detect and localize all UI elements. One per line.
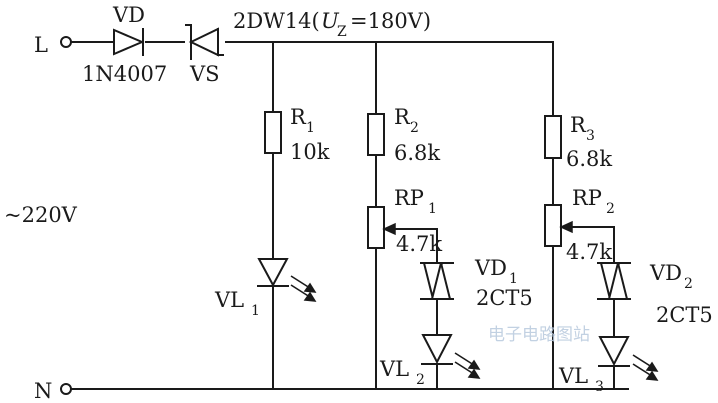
label-zener-uz: U: [321, 9, 340, 33]
resistor-r2-icon: [367, 113, 385, 156]
label-vd1-sub: 1: [509, 271, 518, 287]
zener-vs-icon: [185, 24, 224, 60]
label-terminal-n: N: [34, 379, 52, 403]
label-vd: VD: [112, 3, 145, 27]
label-vl1: VL: [214, 288, 244, 312]
label-r2-value: 6.8k: [394, 141, 440, 165]
label-rp2-value: 4.7k: [566, 240, 612, 264]
wires: [71, 41, 629, 390]
led-vl3-icon: [598, 336, 659, 381]
label-vd2-part: 2CT5: [656, 303, 713, 327]
label-rp1-value: 4.7k: [396, 232, 442, 256]
label-r3-value: 6.8k: [566, 147, 612, 171]
label-rp2-sub: 2: [606, 201, 615, 217]
label-vd2: VD: [649, 261, 682, 285]
resistor-r1-icon: [264, 111, 282, 154]
label-terminal-l: L: [34, 33, 48, 57]
label-vd1: VD: [474, 256, 507, 280]
diac-vd2-icon: [597, 262, 631, 300]
terminal-n-icon: [60, 383, 72, 395]
label-vs: VS: [189, 62, 220, 86]
label-supply: ~220V: [4, 203, 78, 227]
label-vl3-sub: 3: [595, 379, 604, 395]
label-vl1-sub: 1: [251, 303, 260, 319]
label-r1: R: [290, 105, 307, 129]
potentiometer-rp2-icon: [544, 204, 573, 247]
label-vl2: VL: [379, 357, 409, 381]
label-rp1-sub: 1: [428, 201, 437, 217]
potentiometer-rp1-icon: [367, 206, 396, 249]
resistor-r3-icon: [544, 115, 562, 159]
label-zener-rating: 2DW14( U Z =180V): [233, 9, 431, 40]
label-vd-part: 1N4007: [82, 62, 167, 86]
label-r2-sub: 2: [410, 120, 419, 136]
label-rp1: RP: [394, 186, 424, 210]
label-r2: R: [394, 105, 411, 129]
label-r3: R: [570, 113, 587, 137]
led-vl2-icon: [421, 334, 481, 379]
label-vl2-sub: 2: [416, 372, 425, 388]
label-zener-part: 2DW14(: [233, 9, 320, 33]
watermark: 电子电路图站: [488, 325, 590, 345]
label-vd1-part: 2CT5: [476, 286, 533, 310]
label-r3-sub: 3: [586, 128, 595, 144]
label-r1-sub: 1: [306, 120, 315, 136]
diode-vd-icon: [113, 28, 145, 56]
label-zener-uz-sub: Z: [337, 24, 347, 40]
label-vd2-sub: 2: [684, 276, 693, 292]
terminal-l-icon: [60, 36, 72, 48]
diac-vd1-icon: [420, 262, 454, 300]
led-vl1-icon: [257, 258, 317, 302]
label-rp2: RP: [572, 186, 602, 210]
label-zener-value: =180V): [350, 9, 431, 33]
label-r1-value: 10k: [290, 140, 330, 164]
label-vl3: VL: [558, 364, 588, 388]
